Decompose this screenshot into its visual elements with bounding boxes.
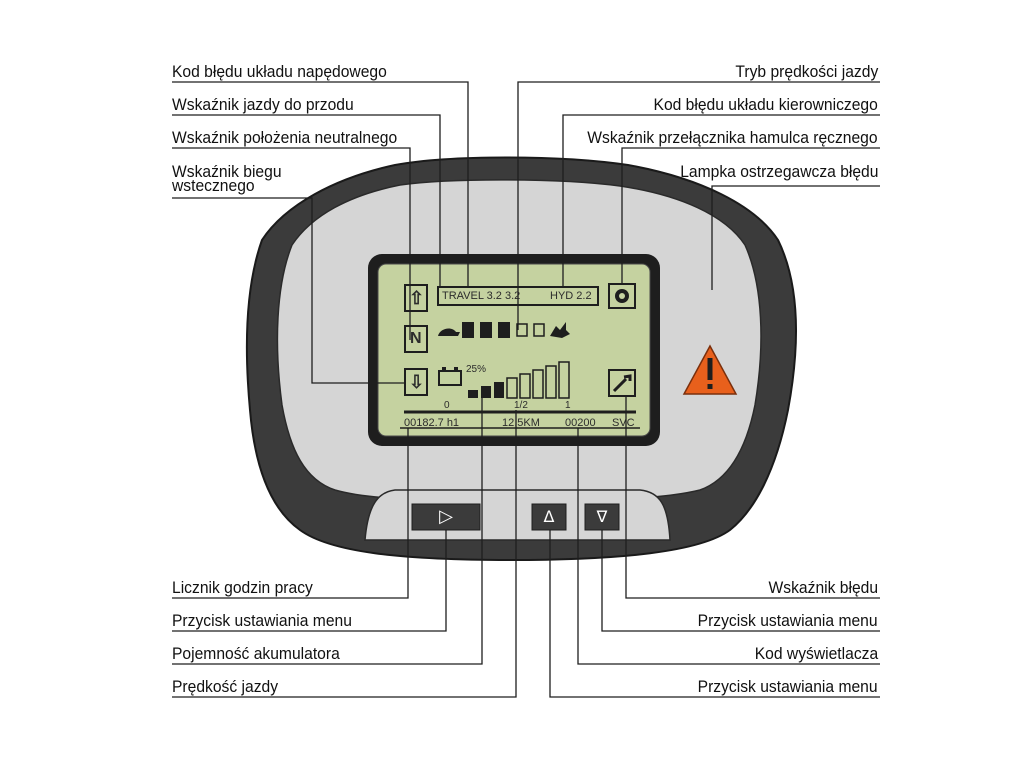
speed-bar bbox=[532, 369, 544, 399]
label-drive-error-code: Kod błędu układu napędowego bbox=[172, 62, 387, 81]
label-reverse-indicator: Wskaźnik biegu wstecznego bbox=[172, 162, 282, 195]
travel-speed-text: TRAVEL 3.2 3.2 bbox=[442, 290, 521, 302]
label-battery-capacity: Pojemność akumulatora bbox=[172, 644, 340, 663]
reverse-indicator-symbol: ⇩ bbox=[409, 372, 425, 392]
down-arrow-icon: ∇ bbox=[596, 507, 608, 526]
label-error-warning-lamp: Lampka ostrzegawcza błędu bbox=[679, 162, 878, 181]
scale-label-half: 1/2 bbox=[514, 400, 528, 411]
scale-label-1: 1 bbox=[565, 400, 571, 411]
label-parking-brake-indicator: Wskaźnik przełącznika hamulca ręcznego bbox=[587, 128, 878, 147]
label-menu-button-left: Przycisk ustawiania menu bbox=[172, 611, 352, 630]
up-button-body bbox=[531, 503, 567, 531]
lcd-screen bbox=[377, 263, 651, 437]
leader-lines bbox=[172, 81, 880, 698]
speed-readout: 12.5KM bbox=[502, 417, 540, 429]
neutral-indicator-box bbox=[404, 325, 428, 353]
up-arrow-icon: Δ bbox=[543, 507, 555, 526]
speed-mode-blocks bbox=[462, 322, 545, 338]
menu-button-body bbox=[411, 503, 481, 531]
hyd-text: HYD 2.2 bbox=[550, 290, 592, 302]
button-strip bbox=[364, 489, 671, 541]
reverse-indicator-box bbox=[404, 368, 428, 396]
speed-bar bbox=[558, 361, 570, 399]
turtle-icon bbox=[438, 328, 460, 336]
label-menu-button-right: Przycisk ustawiania menu bbox=[698, 611, 878, 630]
down-button[interactable]: ∇ bbox=[585, 504, 619, 530]
battery-icon bbox=[438, 367, 462, 386]
forward-indicator-symbol: ⇧ bbox=[409, 288, 425, 308]
speed-bar bbox=[468, 390, 478, 398]
hour-meter-readout: 00182.7 h1 bbox=[404, 417, 460, 429]
label-hour-meter: Licznik godzin pracy bbox=[172, 578, 313, 597]
warning-triangle-icon bbox=[682, 344, 738, 395]
neutral-indicator-symbol: N bbox=[410, 330, 422, 347]
speed-bar bbox=[545, 365, 557, 399]
display-code-readout: 00200 bbox=[565, 417, 596, 429]
label-display-code: Kod wyświetlacza bbox=[754, 644, 878, 663]
scale-label-0: 0 bbox=[444, 400, 450, 411]
speed-bar bbox=[494, 382, 504, 398]
rabbit-icon bbox=[550, 322, 570, 338]
speed-bar bbox=[481, 386, 491, 398]
label-neutral-indicator: Wskaźnik położenia neutralnego bbox=[172, 128, 398, 147]
battery-percent: 25% bbox=[466, 364, 487, 375]
speed-bar bbox=[519, 373, 531, 399]
forward-indicator-box bbox=[404, 284, 428, 312]
speed-bar-graph bbox=[468, 361, 570, 399]
label-menu-button-bottom: Przycisk ustawiania menu bbox=[698, 677, 878, 696]
label-forward-indicator: Wskaźnik jazdy do przodu bbox=[172, 95, 354, 114]
label-error-indicator: Wskaźnik błędu bbox=[768, 578, 878, 597]
wrench-icon bbox=[608, 369, 636, 397]
up-button[interactable]: Δ bbox=[532, 504, 566, 530]
speed-bar bbox=[506, 377, 518, 399]
play-icon: ▷ bbox=[439, 506, 453, 527]
svc-readout: SVC bbox=[612, 417, 635, 429]
label-travel-speed: Prędkość jazdy bbox=[172, 677, 279, 696]
label-steering-error-code: Kod błędu układu kierowniczego bbox=[653, 95, 878, 114]
menu-set-button[interactable]: ▷ bbox=[412, 504, 480, 530]
label-travel-speed-mode: Tryb prędkości jazdy bbox=[735, 62, 878, 81]
